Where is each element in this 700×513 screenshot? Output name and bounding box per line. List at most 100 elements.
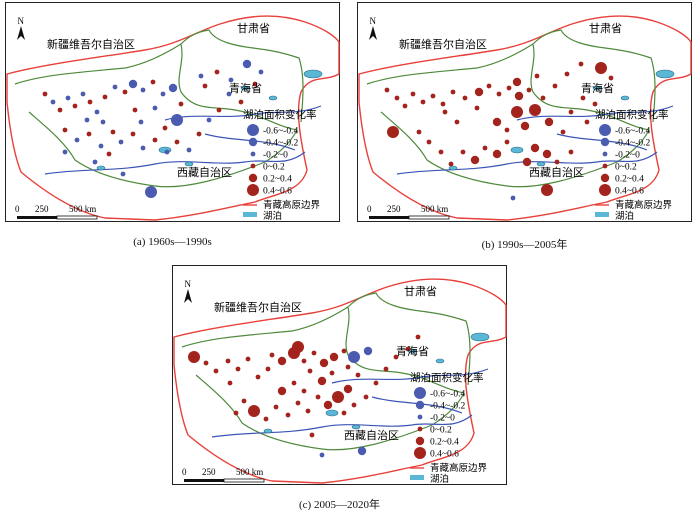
- legend-title: 湖泊面积变化率: [410, 371, 484, 384]
- lake-change-point: [486, 83, 492, 89]
- lake-change-point: [174, 139, 180, 145]
- legend-symbol-4: [415, 436, 425, 446]
- lake-change-point: [530, 143, 540, 153]
- lake-change-point: [305, 408, 311, 414]
- lake-change-point: [448, 161, 454, 167]
- north-arrow-icon: [184, 289, 192, 303]
- legend-lake-swatch: [595, 212, 609, 217]
- scale-tick-0: 0: [182, 467, 187, 477]
- legend-symbol-1: [600, 137, 610, 147]
- label-gansu: 甘肃省: [404, 285, 437, 298]
- lake-change-point: [110, 129, 116, 135]
- lake-change-point: [100, 119, 106, 125]
- legend-symbol-4: [600, 173, 610, 183]
- legend-label-5: 0.4~0.6: [615, 187, 644, 197]
- plateau-boundary-line: [173, 278, 507, 484]
- lake-change-point: [351, 402, 357, 408]
- lake-change-point: [420, 99, 426, 105]
- lake-change-point: [235, 366, 241, 372]
- lake-change-point: [106, 151, 112, 157]
- lake-change-point: [580, 95, 586, 101]
- lake-change-point: [492, 149, 502, 159]
- lake-change-point: [198, 73, 204, 79]
- lake-change-point: [355, 372, 361, 378]
- lake-change-point: [277, 356, 287, 366]
- lake-change-point: [578, 61, 584, 67]
- lake-change-point: [196, 131, 202, 137]
- legend-title: 湖泊面积变化率: [243, 108, 317, 121]
- lake-change-point: [50, 99, 56, 105]
- legend-label-2: -0.2~0: [615, 151, 640, 161]
- north-label: N: [18, 16, 25, 26]
- lake-change-point: [462, 95, 468, 101]
- lake-change-point: [496, 91, 502, 97]
- lake-change-point: [460, 149, 466, 155]
- province-boundary-line: [14, 29, 304, 188]
- lake-change-point: [140, 87, 146, 93]
- label-qinghai: 青海省: [581, 81, 614, 95]
- lake-change-point: [520, 121, 530, 131]
- lake-change-point: [291, 380, 297, 386]
- legend-lake-label: 湖泊: [430, 474, 449, 485]
- lake-change-point: [319, 452, 325, 458]
- lake-patch: [620, 95, 630, 101]
- lake-change-point: [529, 104, 541, 116]
- legend: 湖泊面积变化率-0.6~-0.4-0.4~-0.2-0.2~00~0.20.2~…: [243, 108, 321, 222]
- legend-label-5: 0.4~0.6: [263, 187, 292, 197]
- lake-change-point: [474, 87, 484, 97]
- north-label: N: [185, 279, 192, 289]
- lake-change-point: [317, 376, 327, 386]
- legend-symbol-2: [602, 151, 608, 157]
- lake-change-point: [72, 103, 78, 109]
- label-xinjiang: 新疆维吾尔自治区: [47, 37, 135, 51]
- lake-change-point: [541, 184, 553, 196]
- scale-bar-black: [369, 216, 409, 219]
- lake-change-point: [542, 149, 552, 159]
- lake-change-point: [178, 101, 184, 107]
- caption-b: (b) 1990s—2005年: [481, 239, 568, 251]
- legend-symbol-0: [599, 124, 611, 136]
- legend: 湖泊面积变化率-0.6~-0.4-0.4~-0.2-0.2~00~0.20.2~…: [595, 108, 673, 222]
- lake-change-point: [506, 85, 512, 91]
- lake-change-point: [160, 91, 166, 97]
- lake-change-point: [504, 127, 510, 133]
- lake-change-point: [263, 416, 269, 422]
- lake-patch: [655, 69, 675, 79]
- lake-change-point: [319, 358, 329, 368]
- lake-patch: [268, 95, 278, 101]
- label-gansu: 甘肃省: [589, 22, 622, 35]
- lake-change-point: [226, 91, 232, 97]
- lake-change-point: [470, 155, 480, 165]
- legend-label-2: -0.2~0: [263, 151, 288, 161]
- lake-change-point: [345, 364, 351, 370]
- lake-change-point: [595, 62, 607, 74]
- lake-change-point: [233, 410, 239, 416]
- scale-tick-500: 500 km: [421, 204, 448, 214]
- legend-symbol-2: [250, 151, 256, 157]
- lake-change-point: [216, 107, 222, 113]
- legend-boundary-label: 青藏高原边界: [615, 199, 673, 211]
- legend-boundary-label: 青藏高原边界: [263, 199, 321, 211]
- lake-change-point: [568, 109, 574, 115]
- lake-change-point: [42, 91, 48, 97]
- lake-change-point: [145, 186, 157, 198]
- lake-change-point: [245, 356, 251, 362]
- legend-label-3: 0~0.2: [430, 426, 452, 436]
- scale-bar-white: [56, 215, 98, 220]
- lake-change-point: [65, 95, 71, 101]
- lake-patch: [325, 409, 339, 417]
- lake-change-point: [393, 354, 399, 360]
- lake-change-point: [188, 351, 200, 363]
- lake-change-point: [492, 117, 502, 127]
- lake-patch: [240, 85, 250, 91]
- lake-change-point: [102, 94, 108, 100]
- lake-change-point: [301, 388, 307, 394]
- north-arrow-icon: [369, 26, 377, 40]
- lake-change-point: [383, 366, 389, 372]
- lake-change-point: [309, 432, 315, 438]
- lake-change-point: [430, 93, 436, 99]
- lake-change-point: [273, 404, 279, 410]
- lake-change-point: [301, 358, 307, 364]
